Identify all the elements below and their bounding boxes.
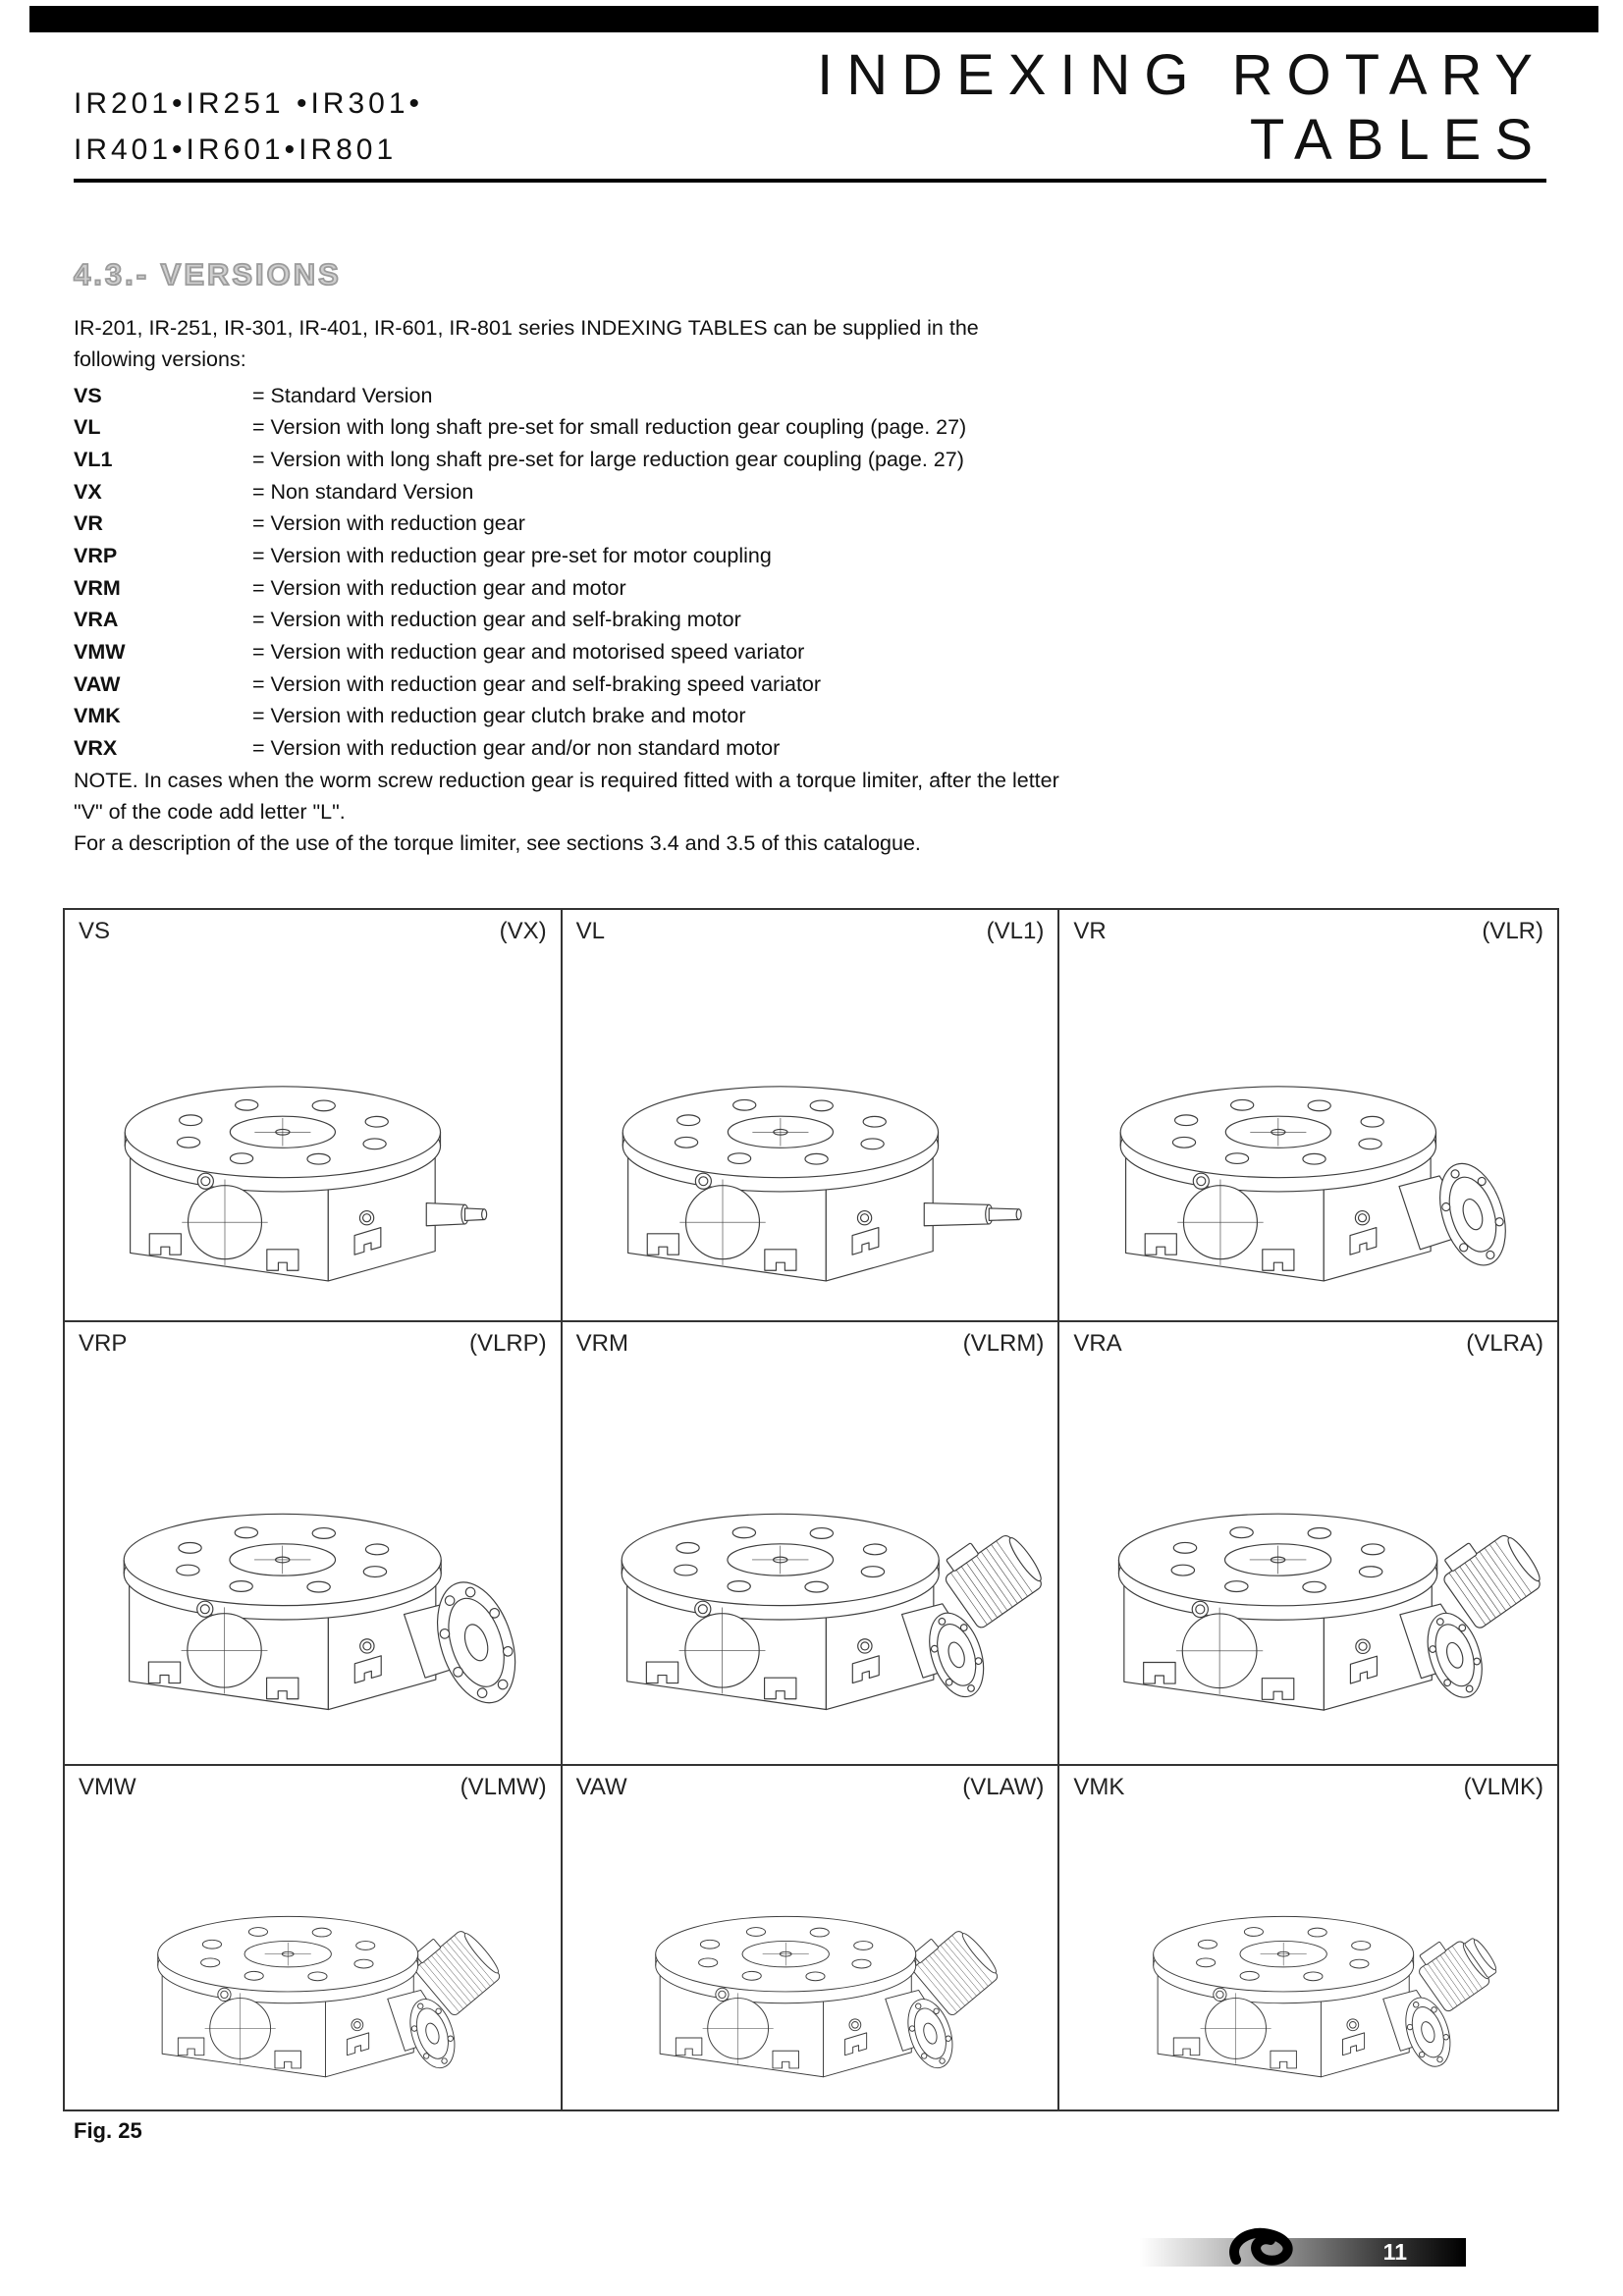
rotary-table-drawing [572,1368,1048,1747]
long-version-label: (VLRA) [1466,1330,1543,1357]
long-version-label: (VLMW) [460,1774,547,1800]
rotary-table-drawing [1069,1368,1546,1747]
version-label: VS [79,918,111,944]
rotary-table-drawing [75,955,550,1306]
version-desc: = Version with reduction gear and self-b… [252,608,741,632]
version-row: VAW = Version with reduction gear and se… [74,668,1540,701]
version-row: VL1 = Version with long shaft pre-set fo… [74,444,1540,476]
figure-cell-vl: VL (VL1) [562,910,1060,1322]
version-code: VRM [74,575,121,600]
version-desc: = Standard Version [252,383,433,407]
version-label: VRA [1073,1330,1122,1357]
page-header: IR201•IR251 •IR301• IR401•IR601•IR801 IN… [74,43,1546,173]
version-code: VMK [74,704,121,728]
version-desc: = Version with reduction gear [252,511,525,536]
version-desc: = Version with reduction gear and/or non… [252,735,781,760]
long-version-label: (VLMK) [1463,1774,1543,1800]
rotary-table-drawing [572,955,1048,1306]
version-row: VMK = Version with reduction gear clutch… [74,700,1540,732]
figure-cell-vr: VR (VLR) [1059,910,1557,1322]
version-row: VRM = Version with reduction gear and mo… [74,572,1540,605]
version-code: VS [74,383,102,407]
long-version-label: (VX) [499,918,547,944]
long-version-label: (VLRP) [468,1330,547,1357]
figure-cell-vmk: VMK (VLMK) [1059,1766,1557,2109]
version-code: VL1 [74,447,113,471]
note-paragraph-2: For a description of the use of the torq… [74,831,921,856]
version-list: VS = Standard Version VL = Version with … [74,380,1540,765]
long-version-label: (VLR) [1482,918,1543,944]
rotary-table-drawing [572,1808,1048,2097]
footer-gradient-bar: 11 [1140,2227,1466,2267]
rotary-table-drawing [1069,955,1546,1306]
version-desc: = Version with long shaft pre-set for sm… [252,415,967,440]
version-code: VAW [74,671,121,696]
note-paragraph-1: NOTE. In cases when the worm screw reduc… [74,768,1059,824]
long-version-label: (VLRM) [962,1330,1045,1357]
top-black-bar [29,6,1598,32]
versions-section: 4.3.- VERSIONS IR-201, IR-251, IR-301, I… [73,256,1540,859]
figure-cell-vrp: VRP (VLRP) [65,1322,563,1766]
version-code: VRX [74,735,118,760]
page-number: 11 [1382,2239,1407,2265]
header-divider [74,179,1546,183]
intro-paragraph: IR-201, IR-251, IR-301, IR-401, IR-601, … [74,316,979,372]
version-row: VX = Non standard Version [74,476,1540,508]
version-desc: = Non standard Version [252,479,474,504]
version-desc: = Version with long shaft pre-set for la… [252,447,964,471]
version-row: VR = Version with reduction gear [74,507,1540,540]
version-row: VRA = Version with reduction gear and se… [74,604,1540,636]
version-row: VRX = Version with reduction gear and/or… [74,732,1540,765]
rotary-table-drawing [75,1368,550,1747]
version-label: VRP [79,1330,128,1357]
page-title-line-1: INDEXING ROTARY [817,43,1546,107]
version-row: VMW = Version with reduction gear and mo… [74,636,1540,668]
brand-swirl-logo-icon [1229,2227,1293,2266]
version-code: VR [74,511,103,536]
figure-cell-vra: VRA (VLRA) [1059,1322,1557,1766]
version-row: VRP = Version with reduction gear pre-se… [74,540,1540,572]
version-label: VL [575,918,606,944]
version-code: VRA [74,608,119,632]
version-desc: = Version with reduction gear and motori… [252,639,805,664]
rotary-table-drawing [1069,1808,1546,2097]
version-code: VMW [74,639,126,664]
figure-caption: Fig. 25 [74,2118,142,2143]
page-title-line-2: TABLES [1249,108,1546,173]
page-title: INDEXING ROTARY TABLES [817,43,1546,173]
version-row: VL = Version with long shaft pre-set for… [74,411,1540,444]
version-code: VRP [74,543,118,567]
models-line-1: IR201•IR251 •IR301• [74,87,424,121]
figure-cell-vs: VS (VX) [65,910,563,1322]
section-heading: 4.3.- VERSIONS [73,256,342,293]
rotary-table-drawing [75,1808,550,2097]
figure-grid: VS (VX) VL (VL1) VR (VLR) VRP (VLRP) VRM… [63,908,1559,2111]
version-code: VL [74,415,101,440]
version-row: VS = Standard Version [74,380,1540,412]
figure-cell-vaw: VAW (VLAW) [563,1766,1060,2109]
version-desc: = Version with reduction gear clutch bra… [252,704,746,728]
version-label: VMK [1073,1774,1125,1800]
model-series-list: IR201•IR251 •IR301• IR401•IR601•IR801 [74,81,423,173]
version-label: VRM [575,1330,628,1357]
version-label: VAW [575,1774,627,1800]
long-version-label: (VLAW) [962,1774,1045,1800]
version-code: VX [74,479,102,504]
version-label: VMW [79,1774,136,1800]
models-line-2: IR401•IR601•IR801 [74,133,398,166]
version-desc: = Version with reduction gear and self-b… [252,671,822,696]
figure-cell-vrm: VRM (VLRM) [562,1322,1060,1766]
version-desc: = Version with reduction gear pre-set fo… [252,543,772,567]
version-label: VR [1073,918,1107,944]
long-version-label: (VL1) [986,918,1045,944]
figure-cell-vmw: VMW (VLMW) [65,1766,563,2109]
version-desc: = Version with reduction gear and motor [252,575,626,600]
